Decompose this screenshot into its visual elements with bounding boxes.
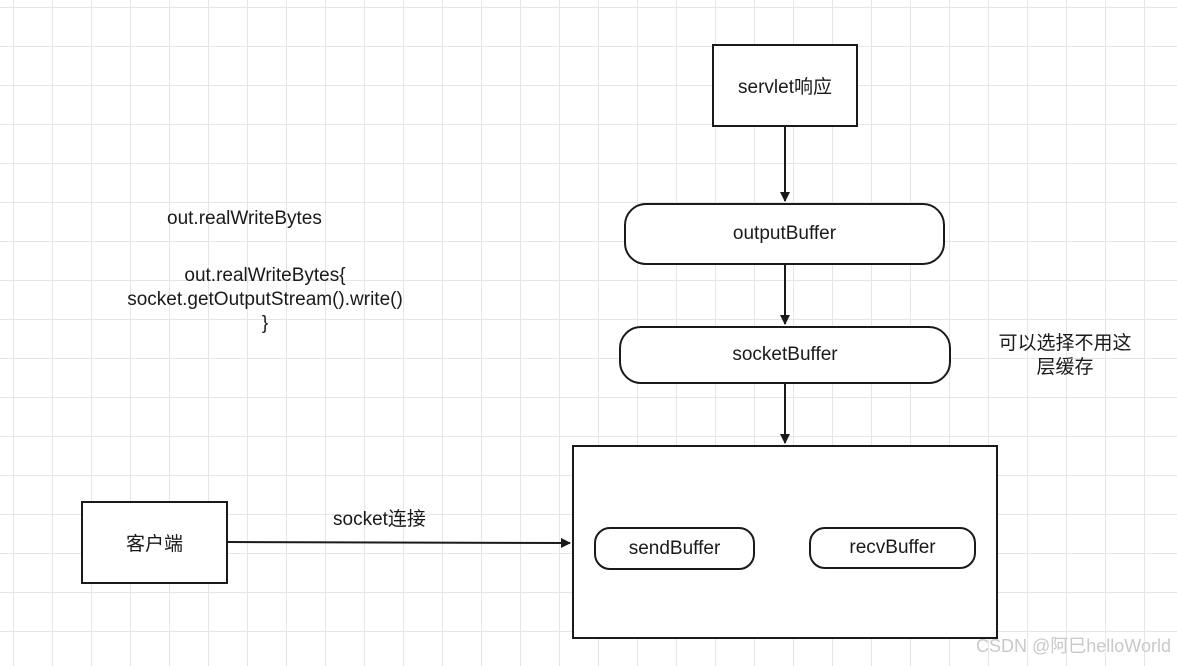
servlet-response-label: servlet响应 <box>738 77 832 98</box>
optional-cache-note: 可以选择不用这 层缓存 <box>985 332 1145 380</box>
socket-buffer-node: socketBuffer <box>619 326 951 384</box>
code-line-2: socket.getOutputStream().write() <box>127 289 403 310</box>
optional-cache-line-1: 可以选择不用这 <box>998 333 1132 354</box>
output-buffer-node: outputBuffer <box>624 203 945 265</box>
real-write-bytes-label: out.realWriteBytes <box>167 208 322 229</box>
client-label: 客户端 <box>125 534 183 555</box>
output-buffer-label: outputBuffer <box>732 223 837 244</box>
client-box: 客户端 <box>81 501 228 584</box>
code-block: out.realWriteBytes{ socket.getOutputStre… <box>100 264 430 336</box>
code-line-3: } <box>261 313 269 334</box>
recv-buffer-node: recvBuffer <box>809 527 976 569</box>
code-line-1: out.realWriteBytes{ <box>184 265 346 286</box>
send-buffer-node: sendBuffer <box>594 527 755 570</box>
socket-buffer-label: socketBuffer <box>732 344 838 365</box>
optional-cache-line-2: 层缓存 <box>1036 357 1094 378</box>
arrow-client-to-kernel <box>226 537 571 548</box>
watermark: CSDN @阿巳helloWorld <box>976 636 1171 656</box>
recv-buffer-label: recvBuffer <box>849 537 936 558</box>
socket-connection-label: socket连接 <box>333 509 426 530</box>
servlet-response-box: servlet响应 <box>712 44 858 127</box>
send-buffer-label: sendBuffer <box>628 537 721 559</box>
